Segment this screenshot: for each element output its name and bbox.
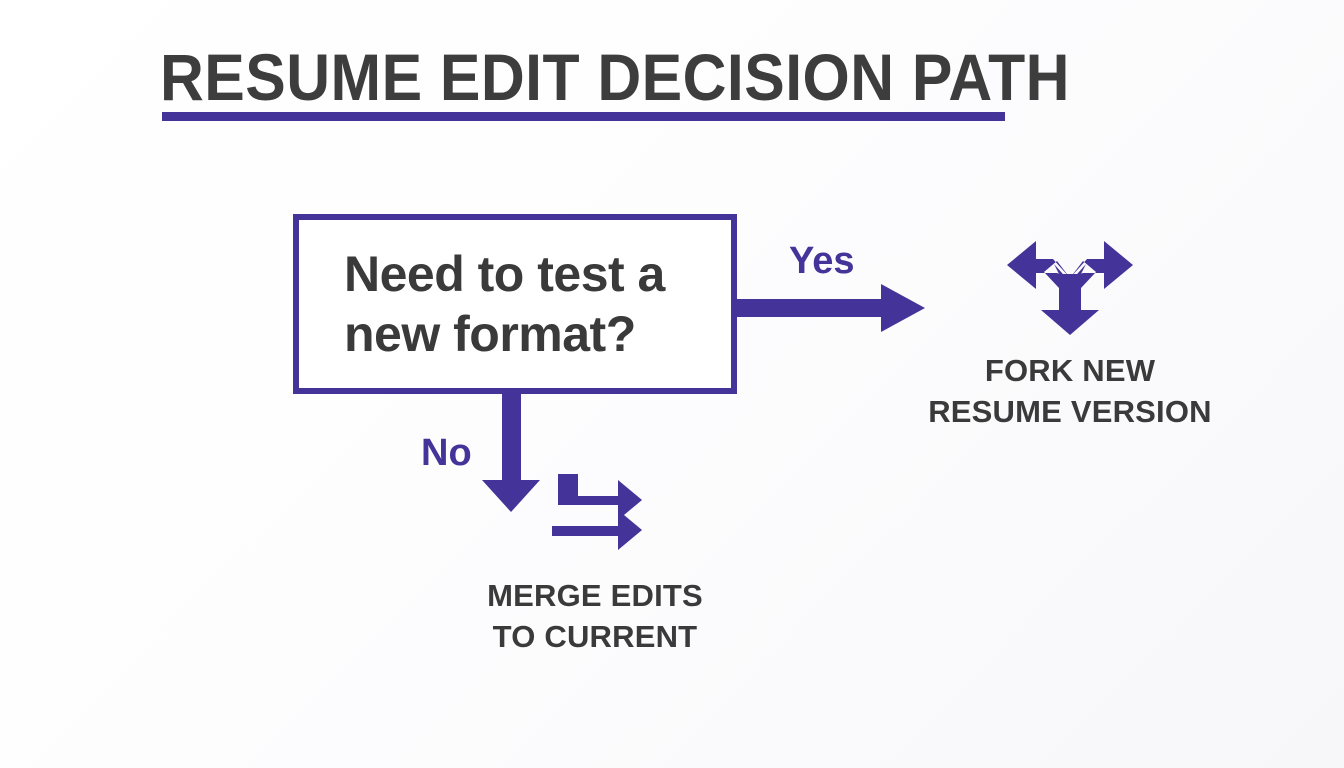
outcome-label-fork: FORK NEW RESUME VERSION	[928, 353, 1212, 429]
decision-box[interactable]: Need to test a new format?	[293, 214, 737, 394]
branch-label-yes: Yes	[789, 240, 855, 282]
outcome-label-merge: MERGE EDITS TO CURRENT	[487, 578, 703, 654]
merge-arrows-icon	[552, 474, 642, 550]
page-title: RESUME EDIT DECISION PATH	[160, 40, 1071, 114]
fork-three-way-arrow-icon	[1007, 241, 1133, 335]
decision-question-text: Need to test a new format?	[344, 246, 665, 362]
title-block: RESUME EDIT DECISION PATH	[160, 40, 1071, 114]
arrow-right-icon	[731, 284, 925, 332]
branch-label-no: No	[421, 432, 472, 474]
title-underline-rule	[162, 112, 1005, 121]
arrow-down-icon	[482, 388, 540, 512]
